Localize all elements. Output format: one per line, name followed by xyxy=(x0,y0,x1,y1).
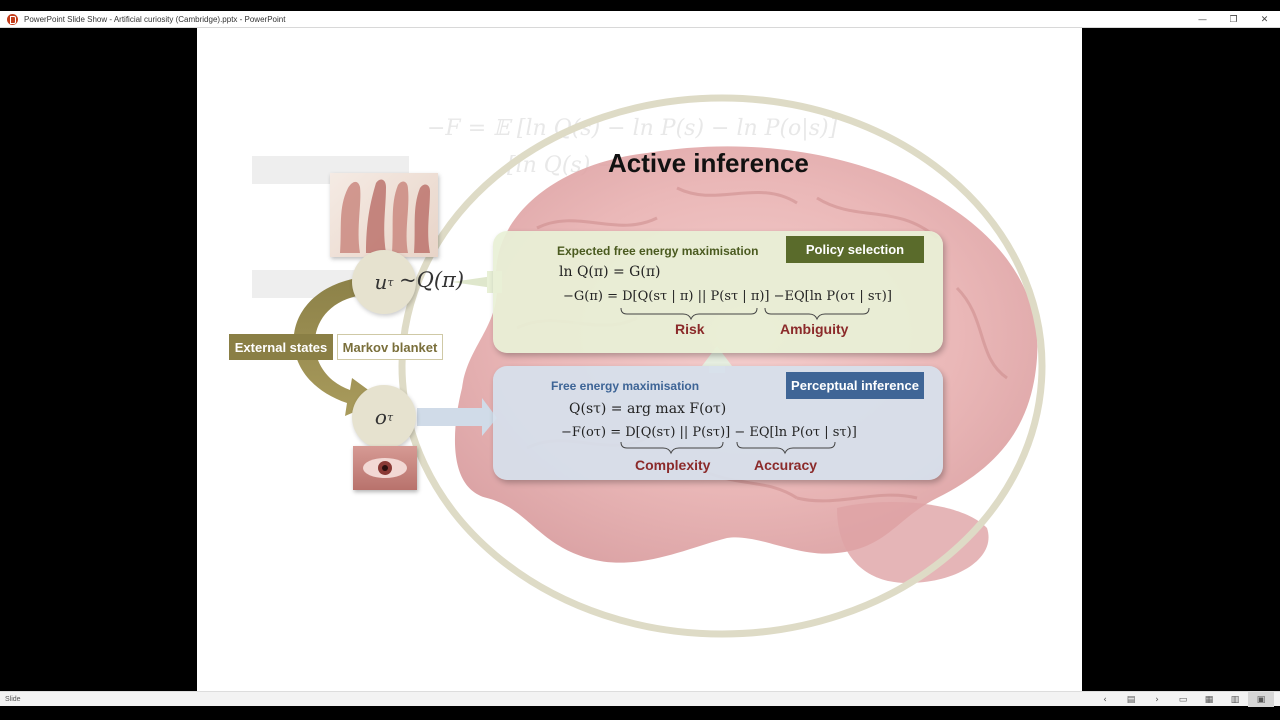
markov-ellipse xyxy=(398,94,1046,638)
observation-symbol: o xyxy=(374,405,387,429)
previous-slide-button[interactable]: ‹ xyxy=(1103,694,1107,705)
ghost-equation-top: −F = 𝔼 [ln Q(s) − ln P(s) − ln P(o|s)] xyxy=(427,116,838,141)
policy-q: Q(π) xyxy=(416,268,465,292)
tilde-symbol: ~ xyxy=(399,268,417,292)
status-tools: ‹ ▤ › ▭ ▦ ▥ ▣ xyxy=(1092,692,1274,707)
risk-term: Risk xyxy=(675,321,705,337)
status-bar: Slide ‹ ▤ › ▭ ▦ ▥ ▣ xyxy=(0,691,1280,707)
slide-status-label: Slide xyxy=(5,695,21,703)
perception-eq-2: −F(oτ) = D[Q(sτ) || P(sτ)] − EQ[ln P(oτ … xyxy=(561,425,857,440)
ambiguity-term: Ambiguity xyxy=(780,321,849,337)
slide-sorter-icon[interactable]: ▦ xyxy=(1204,694,1214,705)
restore-button[interactable]: ❐ xyxy=(1229,14,1238,25)
policy-eq-2: −G(π) = D[Q(sτ | π) || P(sτ | π)] −EQ[ln… xyxy=(563,289,892,304)
policy-selection-panel: Expected free energy maximisation Policy… xyxy=(493,231,943,353)
policy-sampling-eq: ~Q(π) xyxy=(399,268,464,292)
action-perception-arrow xyxy=(293,278,382,416)
title-bar: PowerPoint Slide Show - Artificial curio… xyxy=(0,11,1280,28)
accuracy-term: Accuracy xyxy=(754,457,818,473)
expected-free-energy-heading: Expected free energy maximisation xyxy=(557,244,759,258)
perception-underbraces xyxy=(620,441,836,455)
action-subscript: τ xyxy=(387,275,394,289)
powerpoint-icon xyxy=(7,13,18,25)
action-symbol: u xyxy=(374,270,388,294)
notes-icon[interactable]: ▤ xyxy=(1126,694,1136,705)
slide-title: Active inference xyxy=(608,148,809,178)
slide-canvas: −F = 𝔼 [ln Q(s) − ln P(s) − ln P(o|s)] [… xyxy=(197,28,1082,691)
sensory-arrow xyxy=(417,398,497,436)
slideshow-view-icon[interactable]: ▣ xyxy=(1248,692,1274,707)
perception-eq-1: Q(sτ) = arg max F(oτ) xyxy=(569,401,727,417)
normal-view-icon[interactable]: ▭ xyxy=(1178,694,1188,705)
window-controls: — ❐ ✕ xyxy=(1187,11,1280,28)
policy-eq-1: ln Q(π) = G(π) xyxy=(559,264,661,280)
perceptual-inference-badge: Perceptual inference xyxy=(786,372,924,399)
policy-underbraces xyxy=(620,307,870,321)
eye-image xyxy=(353,446,417,490)
policy-selection-badge: Policy selection xyxy=(786,236,924,263)
next-slide-button[interactable]: › xyxy=(1155,694,1159,705)
free-energy-heading: Free energy maximisation xyxy=(551,379,700,393)
perceptual-inference-panel: Free energy maximisation Perceptual infe… xyxy=(493,366,943,480)
policy-arrow xyxy=(452,276,493,288)
anatomy-figure-image xyxy=(330,173,438,257)
close-button[interactable]: ✕ xyxy=(1260,14,1269,25)
minimize-button[interactable]: — xyxy=(1198,14,1207,25)
markov-blanket-label: Markov blanket xyxy=(337,334,443,360)
brain-shape xyxy=(454,146,1038,563)
reading-view-icon[interactable]: ▥ xyxy=(1230,694,1240,705)
complexity-term: Complexity xyxy=(635,457,711,473)
cerebellum-shape xyxy=(837,502,989,583)
window-title: PowerPoint Slide Show - Artificial curio… xyxy=(24,14,286,24)
external-states-label: External states xyxy=(229,334,333,360)
observation-subscript: τ xyxy=(386,410,394,424)
